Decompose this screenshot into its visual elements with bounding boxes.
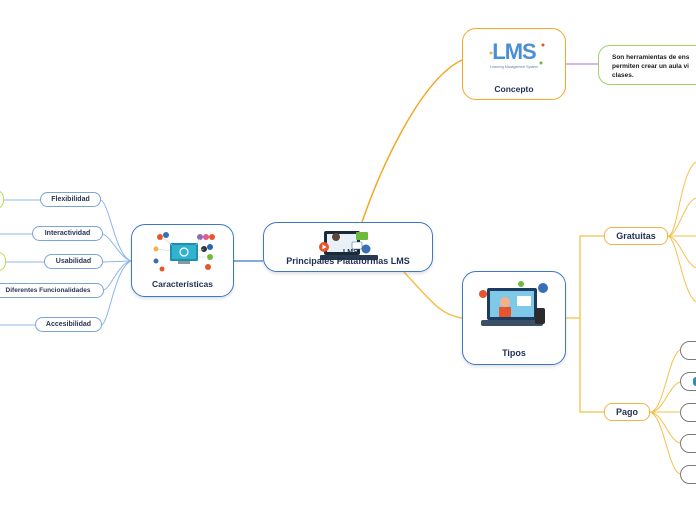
online-learning-illustration bbox=[479, 281, 548, 326]
central-title: Principales Plataformas LMS bbox=[286, 256, 410, 266]
pago-option-2[interactable] bbox=[680, 372, 696, 391]
item-interactividad[interactable]: Interactividad bbox=[32, 226, 103, 241]
connector-pago-branches bbox=[649, 349, 681, 475]
concepto-node[interactable]: LMS Learning Management System Concepto bbox=[462, 28, 566, 100]
caracteristicas-node[interactable]: Características bbox=[131, 224, 234, 297]
note-line-2: permiten crear un aula vi bbox=[612, 63, 689, 70]
connector-char-flexibilidad bbox=[100, 199, 132, 262]
lms-logo: LMS bbox=[492, 39, 536, 64]
pago-option-1[interactable] bbox=[680, 341, 696, 360]
pago-option-3[interactable] bbox=[680, 403, 696, 422]
pago-option-5[interactable] bbox=[680, 465, 696, 484]
note-line-1: Son herramientas de ens bbox=[612, 54, 690, 61]
lms-logo-subtitle: Learning Management System bbox=[490, 65, 538, 69]
connector-central-concepto bbox=[361, 59, 463, 223]
tipos-title: Tipos bbox=[502, 348, 526, 358]
item-usabilidad[interactable]: Usabilidad bbox=[44, 254, 103, 269]
note-line-3: clases. bbox=[612, 72, 634, 79]
concepto-note[interactable]: Son herramientas de ens permiten crear u… bbox=[598, 45, 696, 85]
tipos-node[interactable]: Tipos bbox=[462, 271, 566, 365]
pago-node[interactable]: Pago bbox=[604, 403, 650, 421]
lms-laptop-illustration bbox=[319, 231, 378, 260]
item-diferentes-funcionalidades[interactable]: Diferentes Funcionalidades bbox=[0, 283, 104, 298]
connector-char-accesibilidad bbox=[101, 260, 132, 326]
pago-option-2-logo bbox=[693, 377, 696, 386]
item-flexibilidad[interactable]: Flexibilidad bbox=[40, 192, 101, 207]
item-accesibilidad[interactable]: Accesibilidad bbox=[35, 317, 102, 332]
central-node[interactable]: LMS Principales Plataformas LMS bbox=[263, 222, 433, 272]
caracteristicas-title: Características bbox=[152, 279, 213, 289]
connector-char-usabilidad bbox=[102, 260, 132, 263]
connector-char-funcionalidades bbox=[103, 260, 132, 291]
connector-char-interactividad bbox=[102, 233, 132, 262]
pago-option-4[interactable] bbox=[680, 434, 696, 453]
central-lms-text: LMS bbox=[343, 249, 358, 256]
devices-network-illustration bbox=[153, 232, 215, 272]
gratuitas-node[interactable]: Gratuitas bbox=[604, 227, 668, 245]
connector-tipos-trunk bbox=[566, 235, 604, 413]
sparkle-icon bbox=[489, 43, 545, 65]
connector-central-tipos bbox=[403, 271, 463, 319]
connector-gratuitas-branches bbox=[667, 161, 696, 303]
concepto-title: Concepto bbox=[494, 84, 534, 94]
